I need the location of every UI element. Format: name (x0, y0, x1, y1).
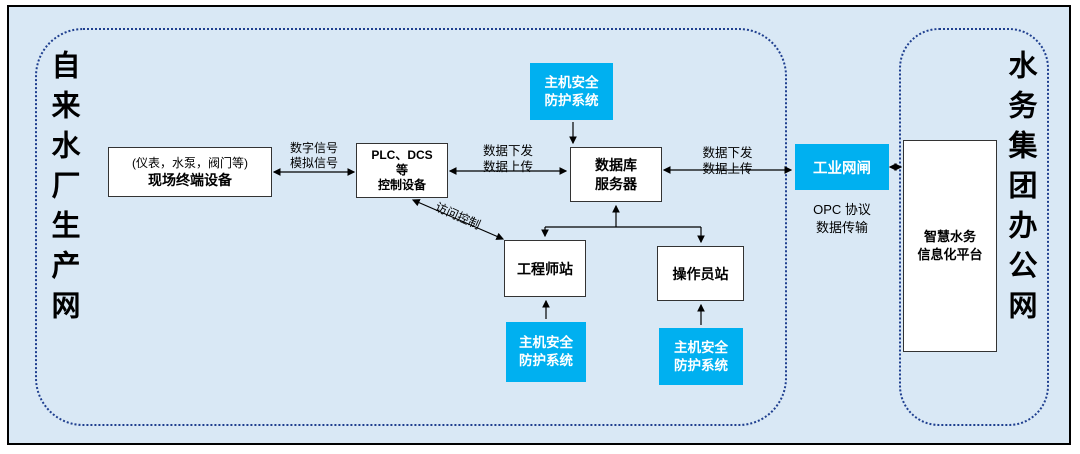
node-smart-water-platform: 智慧水务 信息化平台 (903, 140, 997, 352)
engineer-station-label: 工程师站 (517, 260, 573, 277)
node-operator-station: 操作员站 (657, 246, 744, 301)
control-devices-line2: 等 (395, 163, 408, 177)
data-left-line1: 数据下发 (482, 144, 533, 158)
node-control-devices: PLC、DCS 等 控制设备 (356, 143, 448, 198)
edge-label-data-left: 数据下发 数据上传 (448, 143, 568, 175)
control-devices-line1: PLC、DCS (371, 148, 433, 162)
platform-line2: 信息化平台 (917, 247, 983, 262)
node-host-security-operator: 主机安全 防护系统 (659, 328, 743, 385)
host-security-top-line1: 主机安全 (544, 74, 599, 90)
zone-title-office: 水务集团办公网 (1004, 50, 1036, 330)
host-security-engineer-line1: 主机安全 (519, 335, 573, 350)
signals-line2: 模拟信号 (289, 156, 338, 170)
host-security-operator-line1: 主机安全 (674, 339, 728, 355)
opc-line2: 数据传输 (815, 220, 868, 235)
data-right-line2: 数据上传 (702, 162, 753, 176)
database-server-line1: 数据库 (595, 156, 637, 173)
node-engineer-station: 工程师站 (504, 240, 586, 297)
zone-title-production: 自来水厂生产网 (47, 50, 79, 330)
data-right-line1: 数据下发 (702, 146, 753, 160)
edge-label-signals: 数字信号 模拟信号 (272, 141, 356, 171)
operator-station-label: 操作员站 (672, 265, 729, 282)
field-devices-note: (仪表，水泵，阀门等) (132, 155, 248, 170)
field-devices-label: 现场终端设备 (148, 171, 232, 188)
edge-label-opc: OPC 协议 数据传输 (792, 201, 892, 237)
host-security-top-line2: 防护系统 (544, 92, 599, 108)
opc-line1: OPC 协议 (813, 202, 871, 217)
edge-label-data-right: 数据下发 数据上传 (662, 145, 793, 177)
data-left-line2: 数据上传 (482, 160, 533, 174)
host-security-engineer-line2: 防护系统 (519, 353, 573, 368)
zone-production-network (35, 28, 787, 426)
signals-line1: 数字信号 (289, 141, 338, 155)
database-server-line2: 服务器 (595, 175, 637, 192)
platform-line1: 智慧水务 (923, 229, 976, 244)
node-database-server: 数据库 服务器 (570, 147, 662, 202)
control-devices-line3: 控制设备 (377, 178, 426, 192)
zone-office-network (899, 28, 1049, 426)
node-industrial-gateway: 工业网闸 (795, 144, 889, 190)
node-host-security-engineer: 主机安全 防护系统 (506, 322, 586, 382)
node-field-devices: (仪表，水泵，阀门等) 现场终端设备 (108, 147, 272, 197)
node-host-security-top: 主机安全 防护系统 (530, 63, 613, 120)
host-security-operator-line2: 防护系统 (674, 357, 728, 373)
